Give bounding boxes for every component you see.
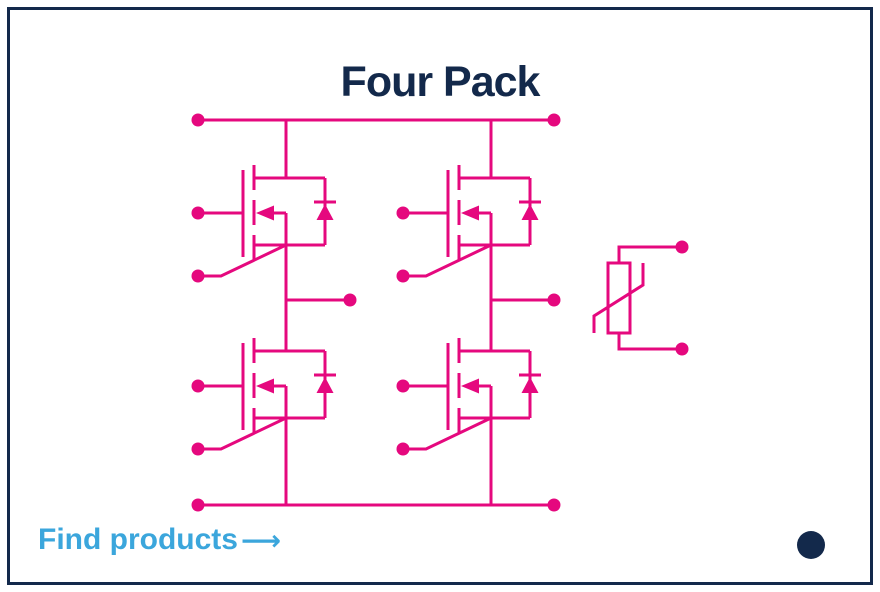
brand-dot [797,531,825,559]
card-border [7,7,873,585]
dc-plus-terminal-left [191,113,205,127]
dc-minus-terminal-right [547,498,561,512]
thermistor-terminal-bottom [675,342,689,356]
mosfet-bottom-left [190,336,338,457]
find-products-label: Find products [38,523,238,556]
phase-terminal-right [547,293,561,307]
thermistor-symbol [592,240,689,356]
find-products-link[interactable]: Find products⟶ [38,523,281,557]
page-title: Four Pack [340,57,541,106]
phase-terminal-left [343,293,357,307]
dc-plus-terminal-right [547,113,561,127]
mosfet-top-left [190,163,338,284]
mosfet-bottom-right [395,336,543,457]
mosfet-top-right [395,163,543,284]
thermistor-terminal-top [675,240,689,254]
dc-minus-terminal-left [191,498,205,512]
right-arrow-icon: ⟶ [240,524,282,557]
